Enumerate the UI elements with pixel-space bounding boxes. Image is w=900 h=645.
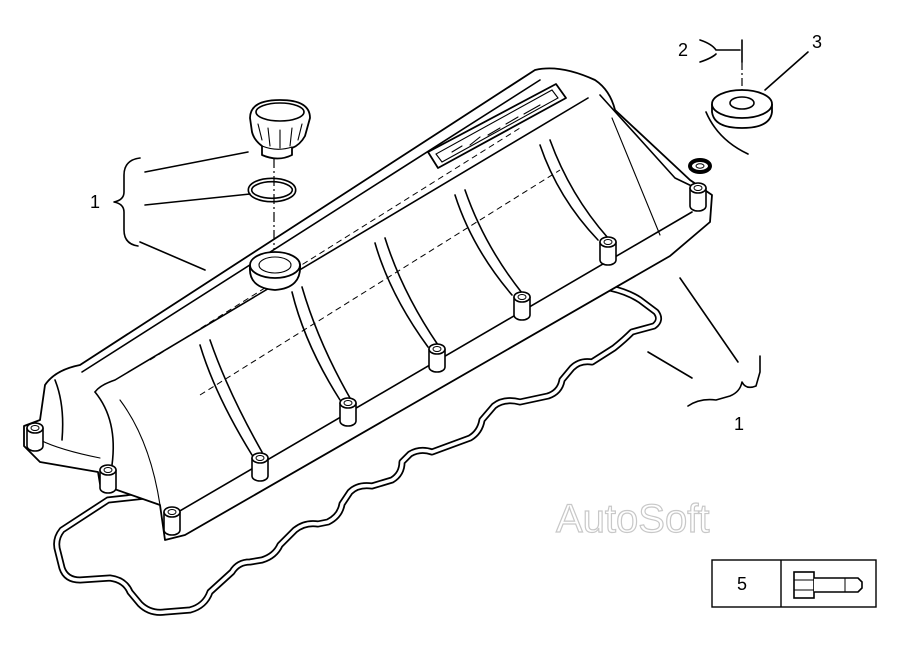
- cover-rib: [199, 344, 253, 456]
- cover-hidden-line: [199, 169, 561, 396]
- callout-part-2: 2: [678, 39, 743, 63]
- breather-seal: [688, 158, 712, 174]
- legend-box-item-5: 5: [711, 559, 877, 608]
- cover-rib: [549, 139, 609, 239]
- callout-label-left-1: 1: [90, 192, 100, 212]
- cover-boss: [163, 506, 181, 536]
- callout-part-3: 3: [764, 32, 822, 91]
- cover-boss: [99, 464, 117, 494]
- cover-boss: [339, 397, 357, 427]
- cover-name-plate: [427, 83, 567, 169]
- cover-rib: [384, 237, 439, 346]
- grommet-sweep-line: [705, 111, 749, 155]
- cover-boss: [689, 182, 707, 212]
- grommet-part-3: [711, 89, 773, 129]
- cover-left-end: [54, 379, 64, 441]
- callout-label-2: 2: [678, 40, 688, 60]
- oil-filler-cap: [249, 99, 311, 160]
- cover-boss: [26, 422, 44, 452]
- oil-filler-neck: [249, 251, 301, 291]
- cover-gasket: [53, 284, 663, 616]
- cover-hidden-line: [149, 127, 521, 361]
- callout-left-1: 1: [90, 151, 251, 271]
- filler-o-ring: [247, 177, 297, 203]
- legend-item-number: 5: [737, 574, 747, 594]
- cover-boss: [251, 452, 269, 482]
- cover-shoulder-edge: [94, 97, 589, 393]
- cover-rib: [291, 291, 341, 401]
- cover-rib: [374, 242, 429, 348]
- callout-label-right-1: 1: [734, 414, 744, 434]
- cover-rib: [464, 189, 523, 294]
- cover-top-ridge: [81, 79, 541, 373]
- cover-rib: [209, 339, 263, 453]
- cover-boss: [428, 343, 446, 373]
- cover-left-end-arch: [94, 391, 115, 466]
- cover-left-end-inner: [119, 399, 161, 506]
- cover-rib: [454, 194, 513, 296]
- cover-rib: [539, 144, 599, 241]
- cover-right-end-line: [611, 117, 661, 236]
- cover-boss: [599, 236, 617, 266]
- bolt-icon: [793, 571, 863, 599]
- cover-silhouette: [23, 67, 713, 541]
- cover-ribs: [199, 139, 609, 456]
- watermark: AutoSoft: [556, 497, 709, 541]
- valve-cover: [23, 67, 713, 541]
- cover-boss: [513, 291, 531, 321]
- cover-rib: [301, 286, 351, 399]
- callout-right-1: 1: [647, 277, 761, 434]
- callout-label-3: 3: [812, 32, 822, 52]
